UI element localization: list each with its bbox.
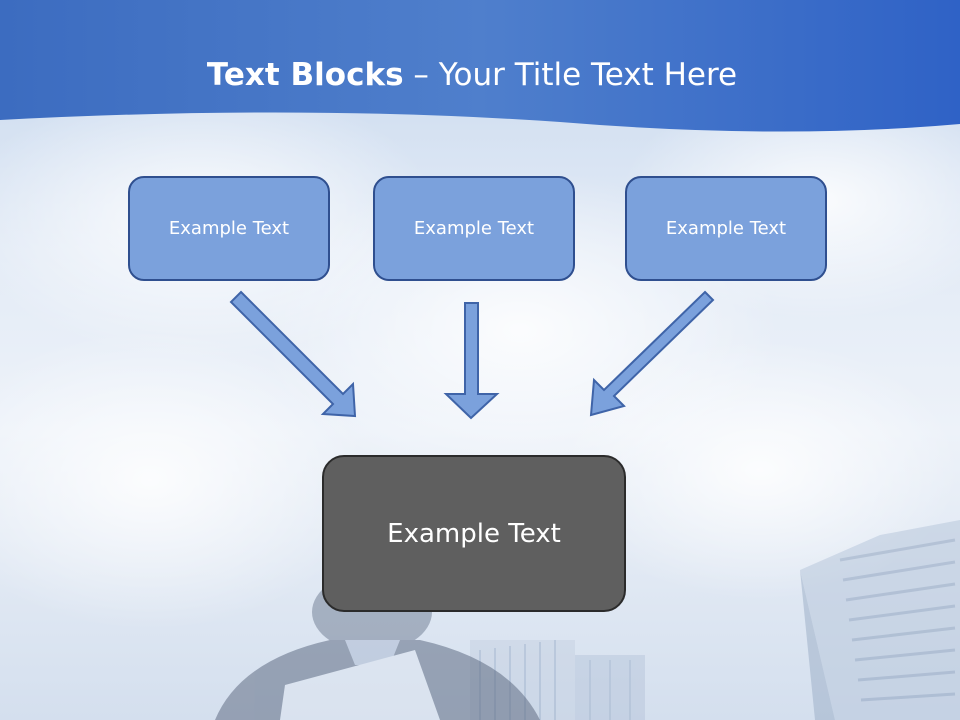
text-block-3[interactable]: Example Text xyxy=(625,176,827,281)
text-block-2[interactable]: Example Text xyxy=(373,176,575,281)
title-rest: – Your Title Text Here xyxy=(403,57,738,93)
header-band xyxy=(0,0,960,132)
text-block-label: Example Text xyxy=(413,218,535,239)
center-text-block[interactable]: Example Text xyxy=(322,455,626,612)
text-block-1[interactable]: Example Text xyxy=(128,176,330,281)
text-block-label: Example Text xyxy=(168,218,290,239)
page-title: Text Blocks – Your Title Text Here xyxy=(0,54,944,96)
text-block-label: Example Text xyxy=(665,218,787,239)
center-block-label: Example Text xyxy=(387,518,561,549)
title-bold: Text Blocks xyxy=(206,57,404,93)
